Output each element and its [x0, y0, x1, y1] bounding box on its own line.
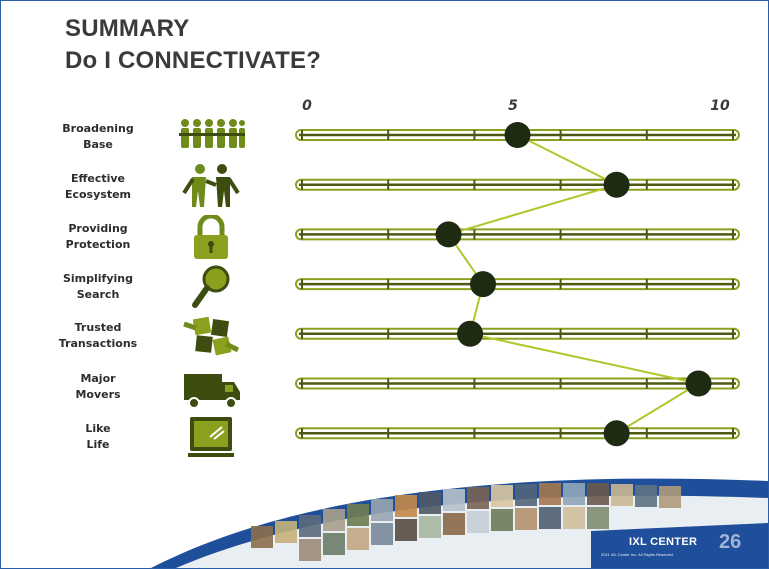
score-dot [603, 171, 630, 198]
row-label-effective-ecosystem: Effective Ecosystem [64, 172, 132, 201]
ixl-center-logo: IXL CENTER [629, 536, 698, 548]
truck-icon [184, 374, 240, 409]
x-tick-label-0: 0 [302, 98, 312, 114]
row-label-simplifying-search: Simplifying Search [62, 272, 133, 301]
slide-title: SUMMARY [65, 15, 190, 42]
row-label-providing-protection: Providing Protection [65, 222, 131, 251]
people-group-icon [179, 119, 245, 148]
puzzle-hands-icon [183, 316, 240, 356]
row-label-broadening-base: Broadening Base [62, 122, 134, 151]
page-number: 26 [719, 531, 742, 553]
x-tick-label-5: 5 [508, 98, 518, 114]
score-dot [457, 320, 484, 347]
rating-track [295, 278, 740, 291]
slide-subtitle: Do I CONNECTIVATE? [65, 47, 322, 74]
laptop-icon [188, 417, 234, 457]
row-label-major-movers: Major Movers [75, 372, 121, 401]
copyright-text: 2011 IXL Center Inc. All Rights Reserved [601, 552, 674, 557]
score-dot [504, 122, 531, 148]
magnifier-icon [192, 265, 230, 308]
x-tick-label-10: 10 [710, 98, 730, 114]
rating-track [295, 377, 740, 390]
row-label-trusted-transactions: Trusted Transactions [58, 321, 138, 350]
rating-track [295, 327, 740, 340]
score-dot [603, 420, 630, 447]
rating-track [295, 228, 740, 241]
handshake-people-icon [182, 164, 240, 207]
score-dot [470, 271, 497, 298]
padlock-icon [194, 215, 228, 259]
row-label-like-life: Like Life [85, 422, 111, 451]
score-dot [435, 221, 462, 248]
score-dot [685, 370, 712, 397]
